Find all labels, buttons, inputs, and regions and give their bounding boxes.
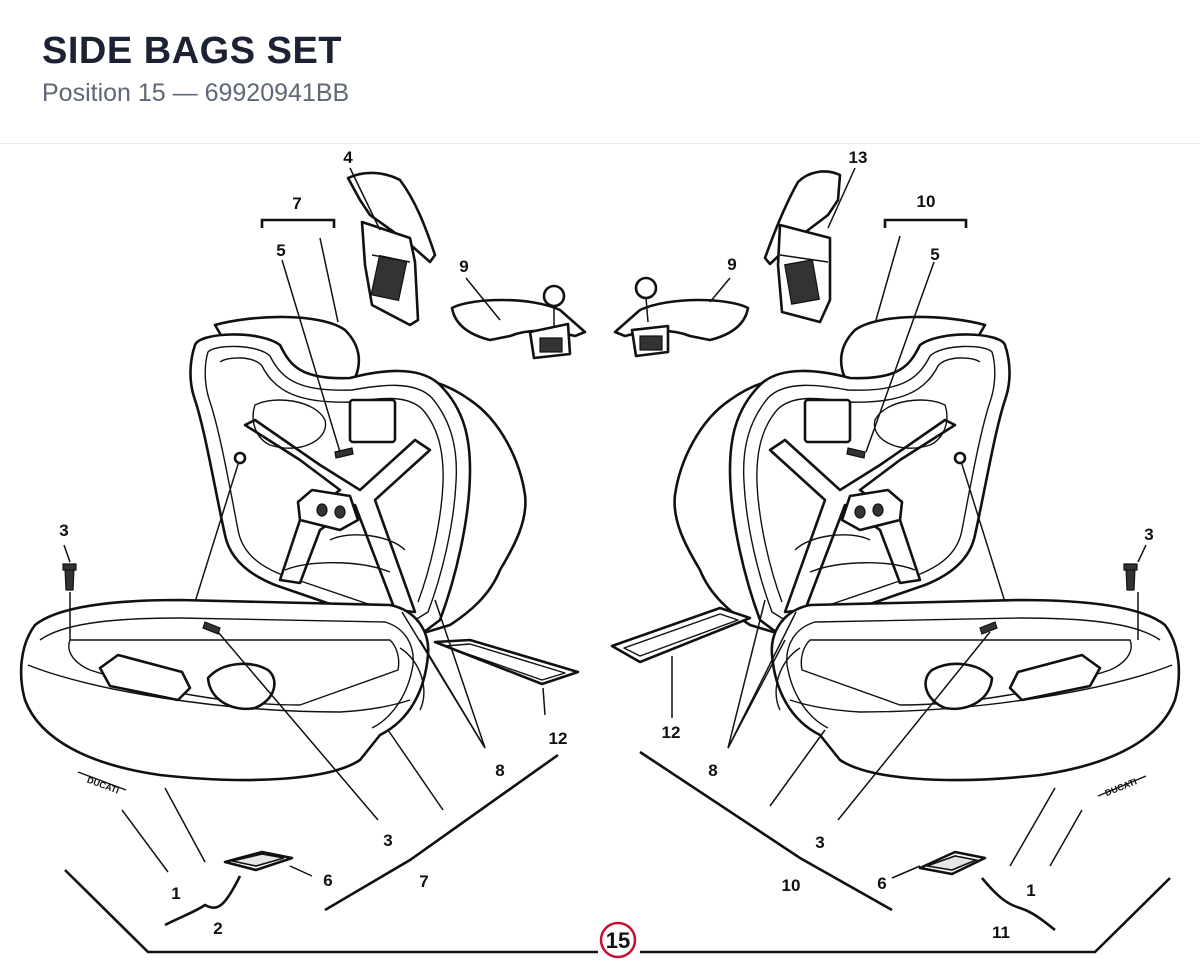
label-9-right: 9: [727, 255, 736, 274]
part-labels: 4 7 5 9 3 12 8 3 6 7 1 2 13 10 5 9 3 12 …: [59, 148, 1153, 942]
label-6-right: 6: [877, 874, 886, 893]
label-5-right: 5: [930, 245, 939, 264]
exploded-parts-diagram: DUCATI: [19, 148, 1181, 959]
callout-number: 15: [606, 928, 630, 953]
label-5-left: 5: [276, 241, 285, 260]
label-9-left: 9: [459, 257, 468, 276]
label-1-left: 1: [171, 884, 180, 903]
label-3-right-bottom: 3: [815, 833, 824, 852]
label-4: 4: [343, 148, 353, 167]
label-10-top: 10: [917, 192, 936, 211]
label-10-bottom: 10: [782, 876, 801, 895]
label-8-left: 8: [495, 761, 504, 780]
left-lock-part: [346, 171, 437, 327]
label-13: 13: [849, 148, 868, 167]
right-side-bag: DUCATI: [610, 315, 1181, 876]
label-3-right-top: 3: [1144, 525, 1153, 544]
left-side-bag: DUCATI: [19, 315, 580, 872]
label-12-left: 12: [549, 729, 568, 748]
svg-text:DUCATI: DUCATI: [86, 775, 121, 796]
left-handle-part: [450, 284, 587, 360]
label-1-right: 1: [1026, 881, 1035, 900]
label-3-left-bottom: 3: [383, 831, 392, 850]
label-7-bottom: 7: [419, 872, 428, 891]
svg-text:DUCATI: DUCATI: [1104, 776, 1139, 798]
label-6-left: 6: [323, 871, 332, 890]
label-7-top: 7: [292, 194, 301, 213]
callout-circle: [599, 921, 637, 959]
label-12-right: 12: [662, 723, 681, 742]
page-title: SIDE BAGS SET: [42, 30, 342, 72]
label-8-right: 8: [708, 761, 717, 780]
page-subtitle: Position 15 — 69920941BB: [42, 79, 350, 107]
position-callout: 15: [599, 921, 637, 959]
label-11: 11: [992, 923, 1010, 942]
leader-lines: [63, 167, 1171, 954]
right-handle-part: [613, 276, 750, 358]
page-header: SIDE BAGS SET Position 15 — 69920941BB: [0, 0, 1200, 144]
label-2: 2: [213, 919, 222, 938]
right-lock-part: [763, 170, 842, 324]
label-3-left-top: 3: [59, 521, 68, 540]
